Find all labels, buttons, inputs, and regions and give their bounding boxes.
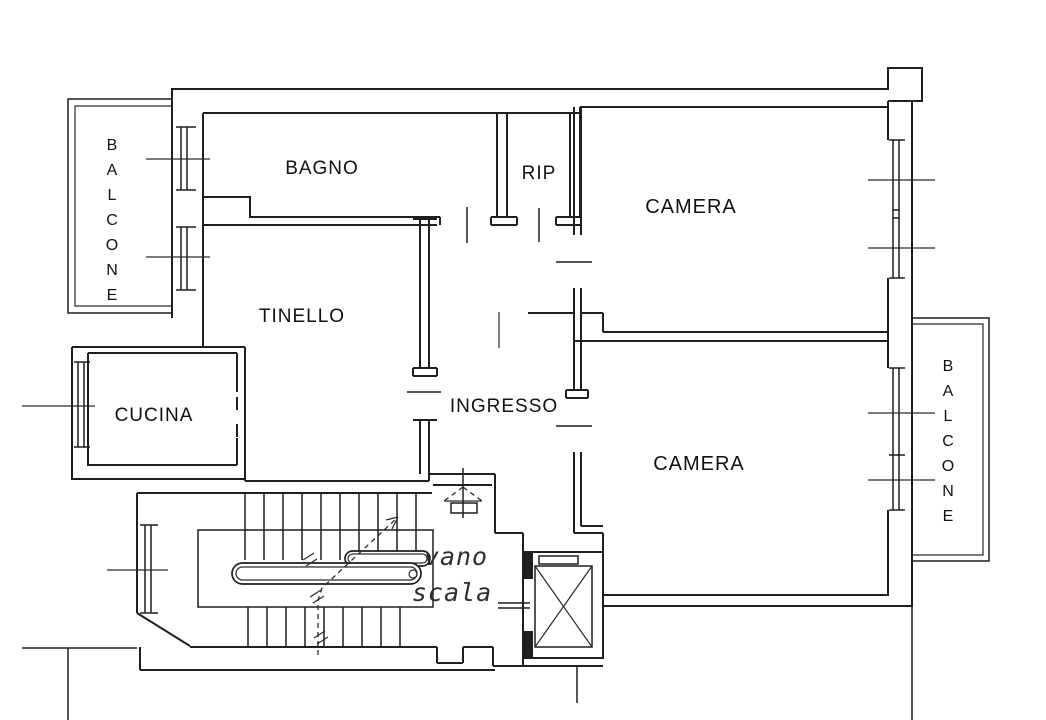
- wall-junction-center: [528, 288, 887, 342]
- stair-chamfer: [136, 612, 191, 647]
- label-camera-top: CAMERA: [645, 196, 737, 218]
- balcony-right-parapet-outer: [912, 317, 990, 562]
- stair-steps-lower: [247, 607, 401, 647]
- elevator-top-box: [538, 555, 579, 565]
- elevator-door-jamb-top: [524, 553, 533, 579]
- label-bagno: BAGNO: [285, 158, 359, 179]
- window-cucina-west: [22, 361, 95, 448]
- elevator-door-jamb-bottom: [524, 631, 533, 657]
- outside-building-lines: [22, 606, 913, 720]
- label-rip: RIP: [522, 163, 557, 184]
- elevator-landing-dashes: [498, 602, 530, 609]
- cucina-walls-inner: [87, 352, 238, 466]
- tinello-bottom-wall: [137, 473, 495, 494]
- elevator-shaft: [522, 551, 604, 659]
- outer-wall-east-inner: [603, 100, 912, 596]
- label-scala: scala: [412, 578, 492, 607]
- windows: [22, 126, 935, 614]
- exterior-walls: [71, 67, 923, 607]
- stair-core-outline: [197, 529, 434, 608]
- elevator-cabin: [534, 565, 593, 648]
- interior-walls: [203, 107, 887, 665]
- elevator-cross: [534, 565, 593, 648]
- window-stairwell-west: [107, 524, 168, 614]
- balcony-left-parapet-outer: [67, 98, 172, 314]
- tinello-ingresso-wall: [412, 218, 438, 481]
- label-tinello: TINELLO: [259, 306, 345, 327]
- entrance-swing-dashed: [443, 486, 483, 502]
- stair-arrow-head: [385, 516, 399, 530]
- bagno-rip-divider: [490, 113, 518, 226]
- window-bagno-west: [146, 126, 210, 191]
- handrail-lower-outer: [231, 562, 422, 585]
- cucina-walls-outer: [71, 346, 246, 481]
- window-camera-top-east: [868, 139, 935, 279]
- stair-steps-upper: [244, 493, 417, 560]
- bagno-bottom-wall: [203, 196, 441, 226]
- stairwell: [136, 493, 603, 703]
- label-ingresso: INGRESSO: [450, 396, 558, 417]
- elevator: [498, 551, 604, 659]
- doors: [236, 207, 592, 518]
- stair-break-marks: [302, 552, 329, 645]
- balcony-right-parapet-inner: [912, 323, 984, 556]
- entrance-door-leaf: [450, 502, 478, 514]
- handrail-end-curl: [408, 569, 418, 579]
- balconies: [67, 98, 990, 562]
- window-tinello-west: [146, 226, 210, 291]
- label-cucina: CUCINA: [115, 405, 194, 426]
- stair-direction-line: [317, 516, 399, 655]
- stair-lobby-walls: [494, 474, 524, 665]
- entrance-door-symbol: [433, 468, 492, 518]
- stair-bottom-walls: [139, 646, 495, 671]
- window-camera-bottom-east: [868, 367, 935, 511]
- label-vano: vano: [424, 542, 488, 571]
- labels: BAGNO RIP CAMERA TINELLO CUCINA INGRESSO…: [106, 137, 954, 607]
- ingresso-camera-bottom-wall: [565, 341, 604, 552]
- outer-wall-top-west: [171, 67, 923, 607]
- balcony-left-parapet-inner: [74, 105, 172, 307]
- label-camera-bottom: CAMERA: [653, 453, 745, 475]
- camera-top-west-wall: [573, 107, 582, 235]
- rip-right-wall: [555, 113, 581, 226]
- outside-line-bottom-left: [22, 647, 137, 720]
